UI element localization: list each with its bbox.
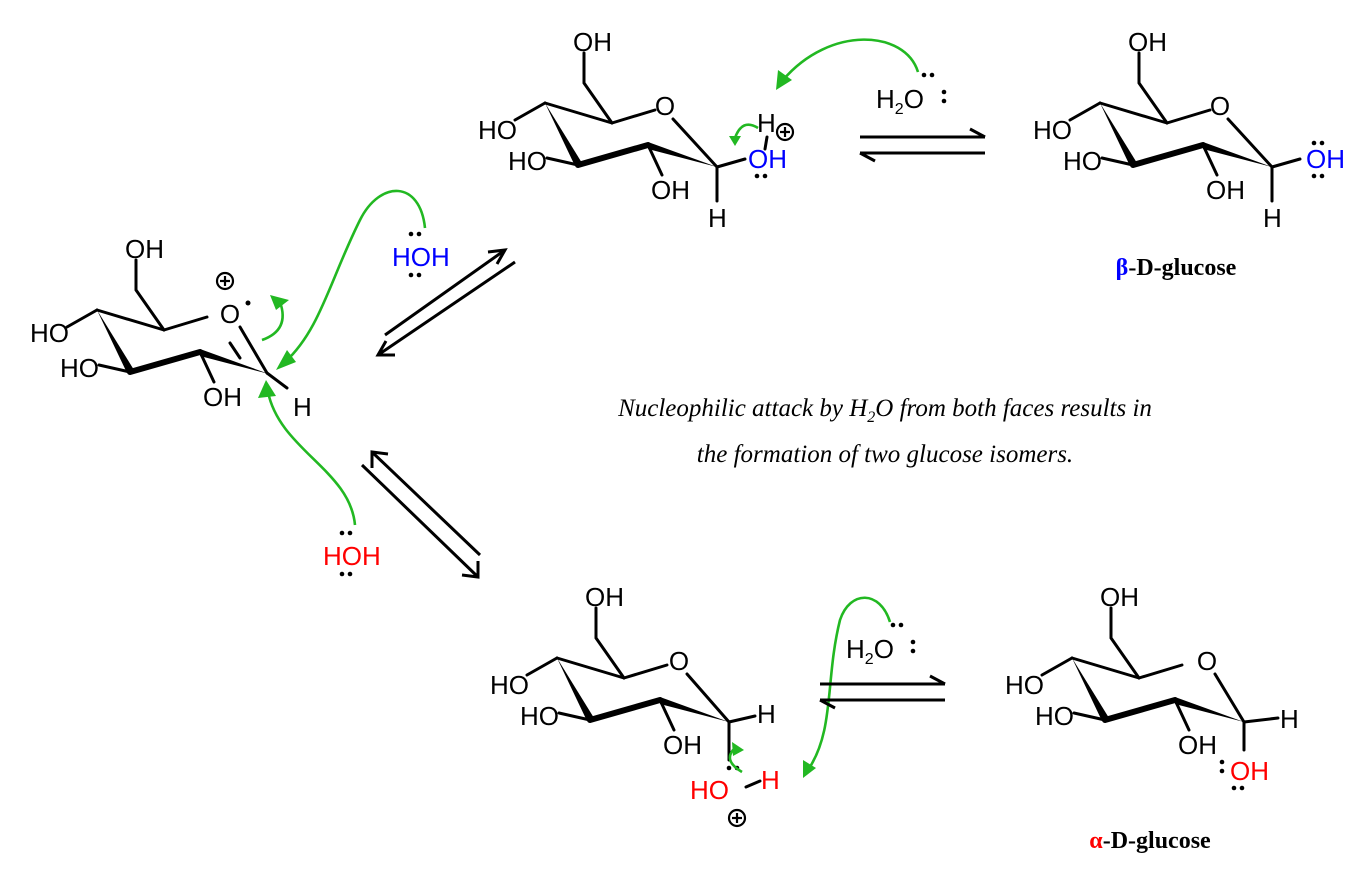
anomeric-oh-label: OH bbox=[1230, 756, 1269, 786]
proton-h-label: H bbox=[757, 108, 776, 138]
ring-oxygen-label: O bbox=[669, 646, 689, 676]
c2-oh-label: OH bbox=[1178, 730, 1217, 760]
arrowhead-icon bbox=[776, 70, 792, 90]
caption-line-1: Nucleophilic attack by H2O from both fac… bbox=[617, 395, 1152, 426]
arrowhead-icon bbox=[276, 350, 296, 370]
equilibrium-arrow-lower bbox=[360, 450, 482, 579]
proton-h-label: H bbox=[761, 765, 780, 795]
ch2oh-label: OH bbox=[1128, 27, 1167, 57]
ring-oxygen-label: O bbox=[220, 299, 240, 329]
c2-oh-label: OH bbox=[663, 730, 702, 760]
c3-ho-label: HO bbox=[1035, 701, 1074, 731]
curved-arrow-icon bbox=[284, 189, 427, 363]
beta-d-glucose: OH HO HO OH O H OH bbox=[1033, 27, 1345, 233]
arrowhead-icon bbox=[270, 295, 289, 310]
arrowhead-icon bbox=[258, 380, 276, 398]
positive-charge-icon bbox=[727, 808, 747, 828]
oxocarbenium-ion: OH HO HO OH O H bbox=[30, 234, 312, 422]
equilibrium-arrow-top bbox=[859, 127, 986, 163]
curved-arrow-icon bbox=[733, 123, 759, 139]
arrowhead-icon bbox=[732, 742, 744, 756]
c4-ho-label: HO bbox=[478, 115, 517, 145]
water-nucleophile-top: HOH bbox=[392, 242, 450, 272]
protonated-alpha-glucose: OH HO HO OH O H HO H bbox=[490, 582, 780, 828]
c3-ho-label: HO bbox=[60, 353, 99, 383]
lone-pair-dot bbox=[245, 300, 251, 306]
anomeric-ho-label: HO bbox=[690, 775, 729, 805]
ch2oh-label: OH bbox=[585, 582, 624, 612]
equilibrium-arrow-upper bbox=[375, 248, 516, 357]
c3-ho-label: HO bbox=[508, 146, 547, 176]
c4-ho-label: HO bbox=[1005, 670, 1044, 700]
c3-ho-label: HO bbox=[1063, 146, 1102, 176]
c1-h-label: H bbox=[1263, 203, 1282, 233]
c4-ho-label: HO bbox=[30, 318, 69, 348]
ring-oxygen-label: O bbox=[1210, 91, 1230, 121]
arrowhead-icon bbox=[803, 760, 816, 778]
water-nucleophile-bottom: HOH bbox=[323, 541, 381, 571]
ch2oh-label: OH bbox=[573, 27, 612, 57]
curved-arrow-icon bbox=[266, 391, 357, 526]
c1-h-label: H bbox=[708, 203, 727, 233]
ch2oh-label: OH bbox=[1100, 582, 1139, 612]
ring-oxygen-label: O bbox=[1197, 646, 1217, 676]
c2-oh-label: OH bbox=[1206, 175, 1245, 205]
water-base-top: H2O bbox=[876, 84, 924, 118]
c1-h-label: H bbox=[1280, 704, 1299, 734]
c4-ho-label: HO bbox=[1033, 115, 1072, 145]
c1-h-label: H bbox=[757, 699, 776, 729]
ch2oh-label: OH bbox=[125, 234, 164, 264]
caption-line-2: the formation of two glucose isomers. bbox=[697, 441, 1073, 468]
anomeric-oh-label: OH bbox=[1306, 144, 1345, 174]
c2-oh-label: OH bbox=[203, 382, 242, 412]
water-base-bottom: H2O bbox=[846, 634, 894, 668]
curved-arrow-icon bbox=[782, 38, 920, 81]
protonated-beta-glucose: OH HO HO OH O H OH H bbox=[478, 27, 795, 233]
c3-ho-label: HO bbox=[520, 701, 559, 731]
lone-pair-dots bbox=[339, 530, 353, 577]
positive-charge-icon bbox=[775, 122, 795, 142]
arrowhead-icon bbox=[729, 136, 741, 146]
equilibrium-arrow-bottom bbox=[819, 674, 946, 710]
beta-glucose-name: β-D-glucose bbox=[1116, 255, 1237, 281]
alpha-d-glucose: OH HO HO OH O H OH bbox=[1005, 582, 1299, 791]
ring-oxygen-label: O bbox=[655, 91, 675, 121]
anomeric-oh-label: OH bbox=[748, 144, 787, 174]
c1-h-label: H bbox=[293, 392, 312, 422]
c2-oh-label: OH bbox=[651, 175, 690, 205]
curved-arrow-icon bbox=[806, 596, 892, 771]
alpha-glucose-name: α-D-glucose bbox=[1089, 828, 1211, 854]
c4-ho-label: HO bbox=[490, 670, 529, 700]
positive-charge-icon bbox=[215, 271, 235, 291]
curved-arrow-icon bbox=[261, 301, 284, 342]
lone-pair-dots bbox=[408, 231, 422, 278]
